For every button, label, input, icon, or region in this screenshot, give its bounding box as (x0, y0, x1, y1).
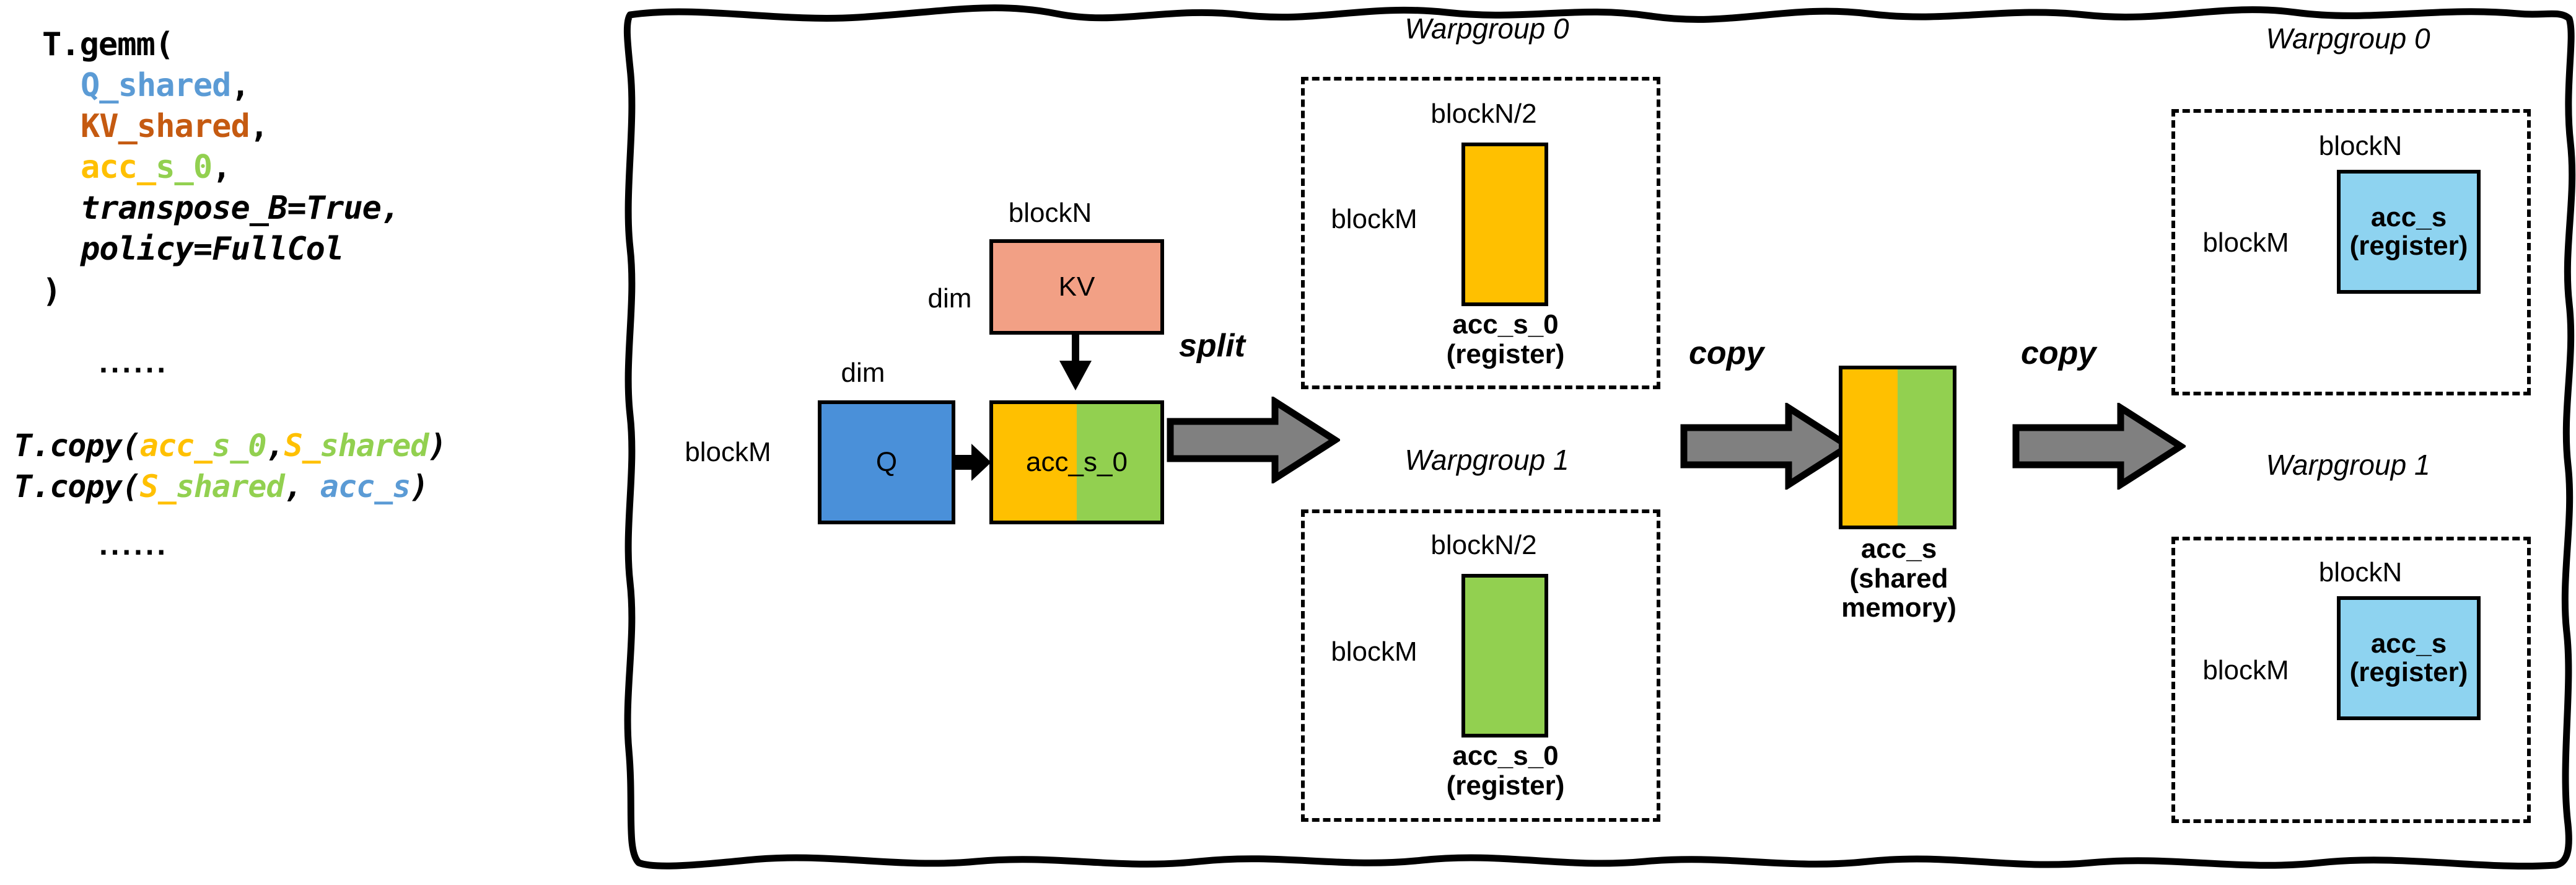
copy-op-1-label: copy (1689, 335, 1764, 371)
mid-warpgroup-0-caption-line2: (register) (1446, 338, 1565, 369)
code-line-gemm-open: T.gemm( (42, 26, 174, 63)
right-warpgroup-1-box (2171, 537, 2531, 823)
code-line-copy-2: T.copy(S_shared, acc_s) (14, 469, 429, 504)
code-line-policy: policy=FullCol (81, 231, 344, 268)
code-line-gemm-close: ) (42, 273, 61, 310)
right-warpgroup-0-acc-line2: (register) (2349, 231, 2468, 261)
mid-warpgroup-0-caption-line1: acc_s_0 (1452, 309, 1559, 340)
mid-warpgroup-1-side-label: blockM (1331, 636, 1417, 667)
kv-block: KV (989, 239, 1164, 335)
right-warpgroup-0-acc-line1: acc_s (2370, 201, 2447, 232)
right-warpgroup-1-title: Warpgroup 1 (2266, 449, 2430, 481)
code-line-copy-1: T.copy(acc_s_0,S_shared) (14, 428, 447, 464)
right-warpgroup-0-box (2171, 109, 2531, 395)
mid-warpgroup-1-caption-line1: acc_s_0 (1452, 741, 1559, 771)
shared-memory-caption-line3: memory) (1841, 592, 1956, 623)
mid-warpgroup-1-caption-line2: (register) (1446, 770, 1565, 801)
right-warpgroup-0-title: Warpgroup 0 (2266, 22, 2430, 55)
split-arrow-icon (1167, 395, 1342, 485)
mid-warpgroup-0-side-label: blockM (1331, 204, 1417, 234)
label-left-blockn: blockN (1008, 198, 1092, 228)
q-to-acc-arrow-icon (954, 441, 992, 483)
split-op-label: split (1179, 328, 1245, 364)
acc-s-0-split-block: acc_s_0 (989, 400, 1164, 524)
mid-warpgroup-1-acc-block (1461, 574, 1548, 738)
mid-warpgroup-0-acc-block (1461, 143, 1548, 306)
shared-memory-half-left (1842, 369, 1898, 526)
shared-memory-half-right (1898, 369, 1953, 526)
mid-warpgroup-1-top-label: blockN/2 (1430, 530, 1537, 560)
mid-warpgroup-1-caption: acc_s_0 (register) (1382, 741, 1629, 800)
right-warpgroup-1-acc-block: acc_s (register) (2337, 596, 2481, 720)
q-block-label: Q (875, 446, 898, 477)
code-line-acc-s-0: acc_s_0, (81, 149, 231, 186)
mid-warpgroup-1-title: Warpgroup 1 (1404, 444, 1569, 476)
ellipsis-top: ······ (99, 353, 169, 387)
acc-s-0-half-left (993, 404, 1077, 521)
right-warpgroup-1-acc-line1: acc_s (2370, 628, 2447, 659)
q-block: Q (818, 400, 955, 524)
code-panel: T.gemm( Q_shared, KV_shared, acc_s_0, tr… (0, 0, 626, 885)
shared-memory-block (1839, 366, 1956, 529)
kv-block-label: KV (1058, 271, 1095, 302)
shared-memory-caption: acc_s (shared memory) (1797, 534, 2001, 623)
mid-warpgroup-0-top-label: blockN/2 (1430, 99, 1537, 129)
mid-warpgroup-1-box (1301, 509, 1660, 822)
kv-to-acc-arrow-icon (1053, 333, 1098, 395)
shared-memory-caption-line2: (shared (1849, 563, 1948, 594)
ellipsis-bottom: ······ (99, 535, 169, 570)
right-warpgroup-1-acc-line2: (register) (2349, 657, 2468, 687)
right-warpgroup-0-top-label: blockN (2318, 131, 2403, 161)
code-line-transpose-b: transpose_B=True, (81, 190, 400, 227)
right-warpgroup-1-side-label: blockM (2202, 655, 2289, 685)
wavy-border-frame (623, 0, 2576, 880)
copy-op-2-label: copy (2021, 335, 2096, 371)
right-warpgroup-1-top-label: blockN (2318, 557, 2403, 588)
acc-s-0-half-right (1077, 404, 1160, 521)
code-line-q-shared: Q_shared, (81, 67, 250, 104)
mid-warpgroup-0-box (1301, 77, 1660, 389)
right-warpgroup-0-side-label: blockM (2202, 227, 2289, 258)
mid-warpgroup-0-title: Warpgroup 0 (1404, 12, 1569, 45)
acc-s-0-label: acc_s_0 (1026, 447, 1128, 477)
label-left-dim-kv: dim (927, 283, 972, 314)
right-warpgroup-0-acc-block: acc_s (register) (2337, 170, 2481, 294)
copy-2-arrow-icon (2012, 401, 2188, 491)
label-left-dim-q: dim (841, 358, 885, 388)
mid-warpgroup-0-caption: acc_s_0 (register) (1382, 310, 1629, 369)
shared-memory-caption-line1: acc_s (1860, 534, 1937, 564)
code-line-kv-shared: KV_shared, (81, 108, 269, 145)
copy-1-arrow-icon (1680, 401, 1855, 491)
label-left-blockm: blockM (685, 437, 771, 467)
